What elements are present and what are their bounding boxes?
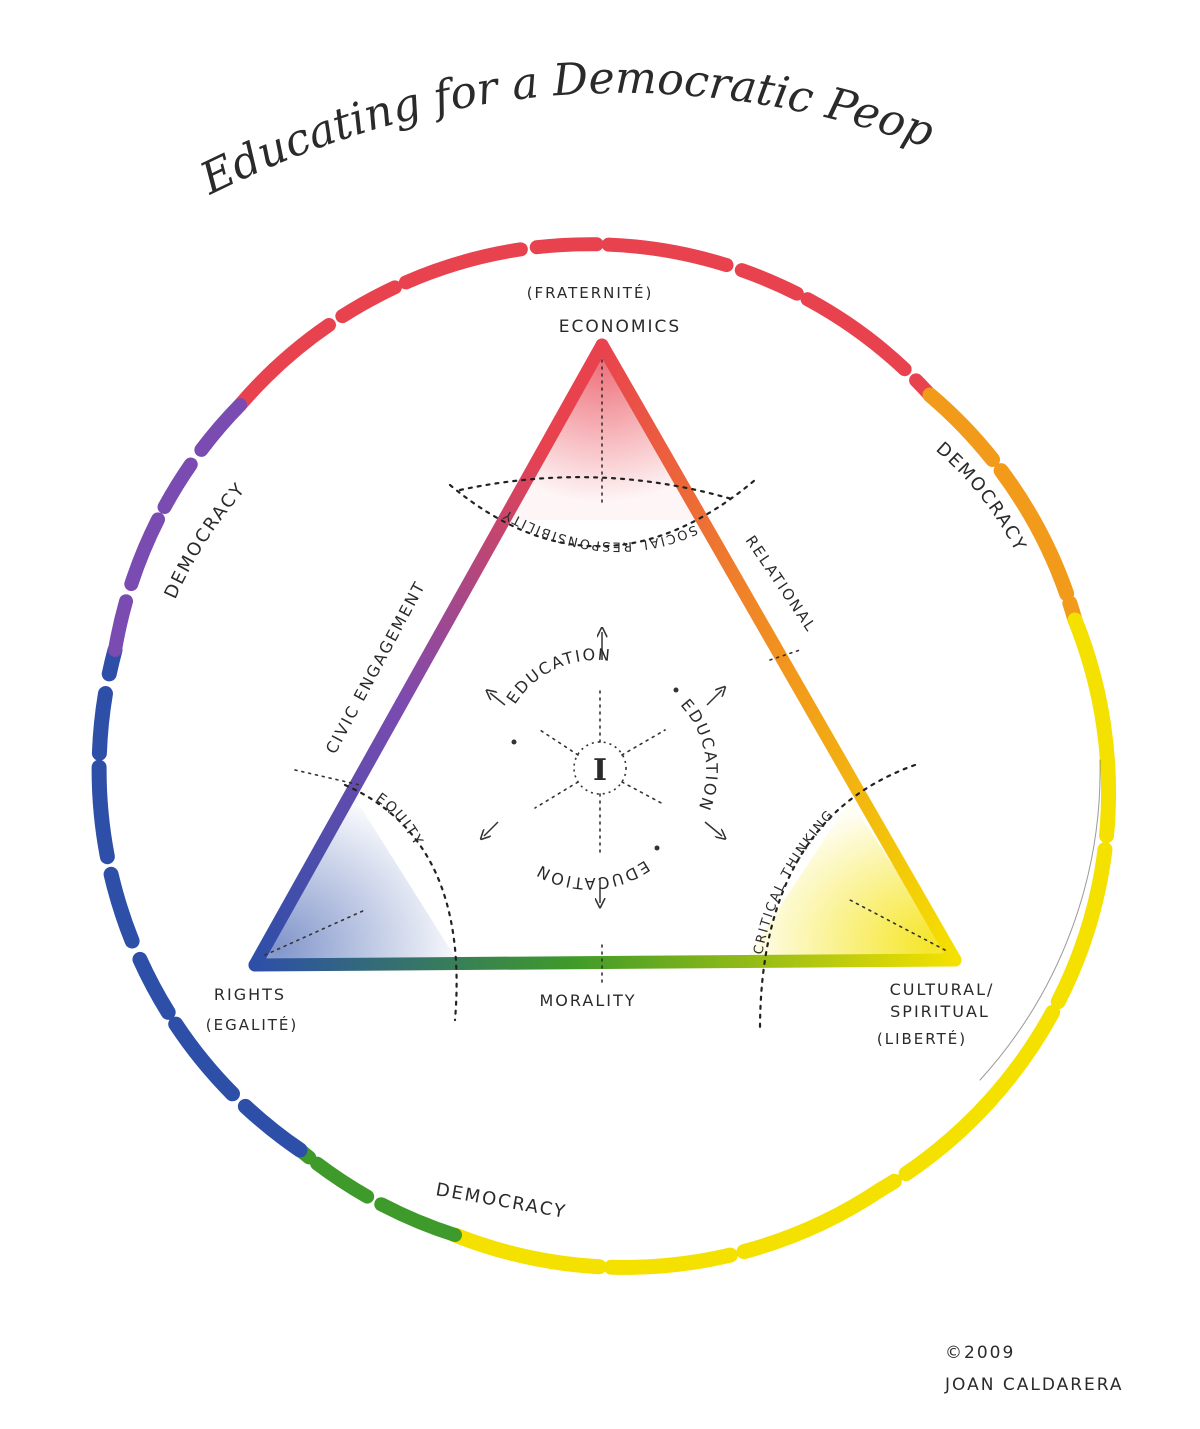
arrow-lower-right	[704, 821, 722, 836]
arc-left	[343, 783, 458, 1022]
diagram-title: Educating for a Democratic People	[0, 0, 940, 205]
vertex-top-sublabel: (FRATERNITÉ)	[527, 283, 654, 302]
median-left	[264, 909, 366, 956]
circle-pencil-line	[979, 759, 1101, 1081]
arc-top-outer	[458, 476, 737, 502]
arrow-upper-left	[490, 693, 506, 706]
ring-dot-3	[511, 739, 517, 745]
circle-segment-yellow-right	[872, 612, 1117, 1198]
vertex-left-sublabel: (EGALITÉ)	[206, 1015, 299, 1034]
signature-copyright: ©2009	[945, 1343, 1015, 1363]
ring-label-top-text: EDUCATION	[503, 645, 611, 707]
triangle-bottom-side	[248, 953, 962, 972]
side-bottom-label: MORALITY	[540, 991, 637, 1010]
triangle-left-side	[248, 338, 609, 972]
center-arrows	[484, 632, 722, 903]
vertex-top-label-group: (FRATERNITÉ) ECONOMICS	[527, 283, 681, 337]
circle-segment-blue	[91, 642, 308, 1158]
circle-segment-green	[293, 1143, 462, 1242]
vertex-top-label: ECONOMICS	[559, 317, 681, 337]
center-core-label: I	[593, 753, 607, 788]
spoke-upper-right	[621, 729, 666, 756]
arrow-lower-left	[484, 821, 499, 836]
signature-author: JOAN CALDARERA	[944, 1375, 1124, 1395]
vertex-left-label-group: RIGHTS (EGALITÉ)	[206, 985, 299, 1034]
vertex-right-label-group: CULTURAL/ SPIRITUAL (LIBERTÉ)	[877, 980, 995, 1048]
spoke-lower-right	[621, 781, 666, 806]
vertex-right-label-line1: CULTURAL/	[890, 980, 995, 999]
side-left-text: CIVIC ENGAGEMENT	[322, 577, 428, 756]
vertex-left-label: RIGHTS	[214, 985, 286, 1004]
ring-label-bottom: EDUCATION	[532, 857, 653, 893]
dashed-guides	[264, 359, 946, 1032]
vertex-right-label-line2: SPIRITUAL	[890, 1002, 990, 1021]
tick-right-side	[769, 649, 801, 661]
triangle	[248, 338, 962, 972]
arrow-upper-right	[706, 690, 722, 706]
side-left-label: CIVIC ENGAGEMENT	[322, 577, 430, 756]
arc-right	[758, 763, 917, 1032]
center-hub: I EDUCATION EDUCATION EDUCATION	[484, 632, 722, 903]
democracy-circle	[91, 237, 1117, 1275]
signature: ©2009 JOAN CALDARERA	[944, 1343, 1124, 1395]
circle-segment-orange	[922, 387, 1083, 628]
spoke-upper-left	[539, 729, 579, 756]
ring-dot-2	[654, 845, 660, 851]
diagram-title-text: Educating for a Democratic People	[0, 0, 940, 205]
ring-label-top: EDUCATION	[503, 645, 613, 707]
circle-segment-yellow-bottom	[447, 1182, 888, 1275]
triangle-right-side	[595, 338, 962, 967]
tick-left-side	[294, 769, 361, 786]
spoke-lower-left	[534, 781, 579, 809]
circle-label-bottom-text: DEMOCRACY	[434, 1179, 566, 1223]
triangle-right-fill	[745, 800, 955, 960]
vertex-right-sublabel: (LIBERTÉ)	[877, 1029, 967, 1048]
circle-segment-purple	[108, 398, 247, 657]
circle-segment-red	[233, 237, 937, 412]
circle-label-bottom: DEMOCRACY	[434, 1179, 568, 1223]
triangle-left-fill	[255, 790, 460, 965]
ring-label-right: EDUCATION	[677, 695, 721, 814]
ring-label-bottom-text: EDUCATION	[532, 857, 651, 893]
ring-label-right-text: EDUCATION	[677, 695, 719, 814]
ring-dot-1	[673, 687, 679, 693]
center-spokes	[534, 689, 666, 856]
